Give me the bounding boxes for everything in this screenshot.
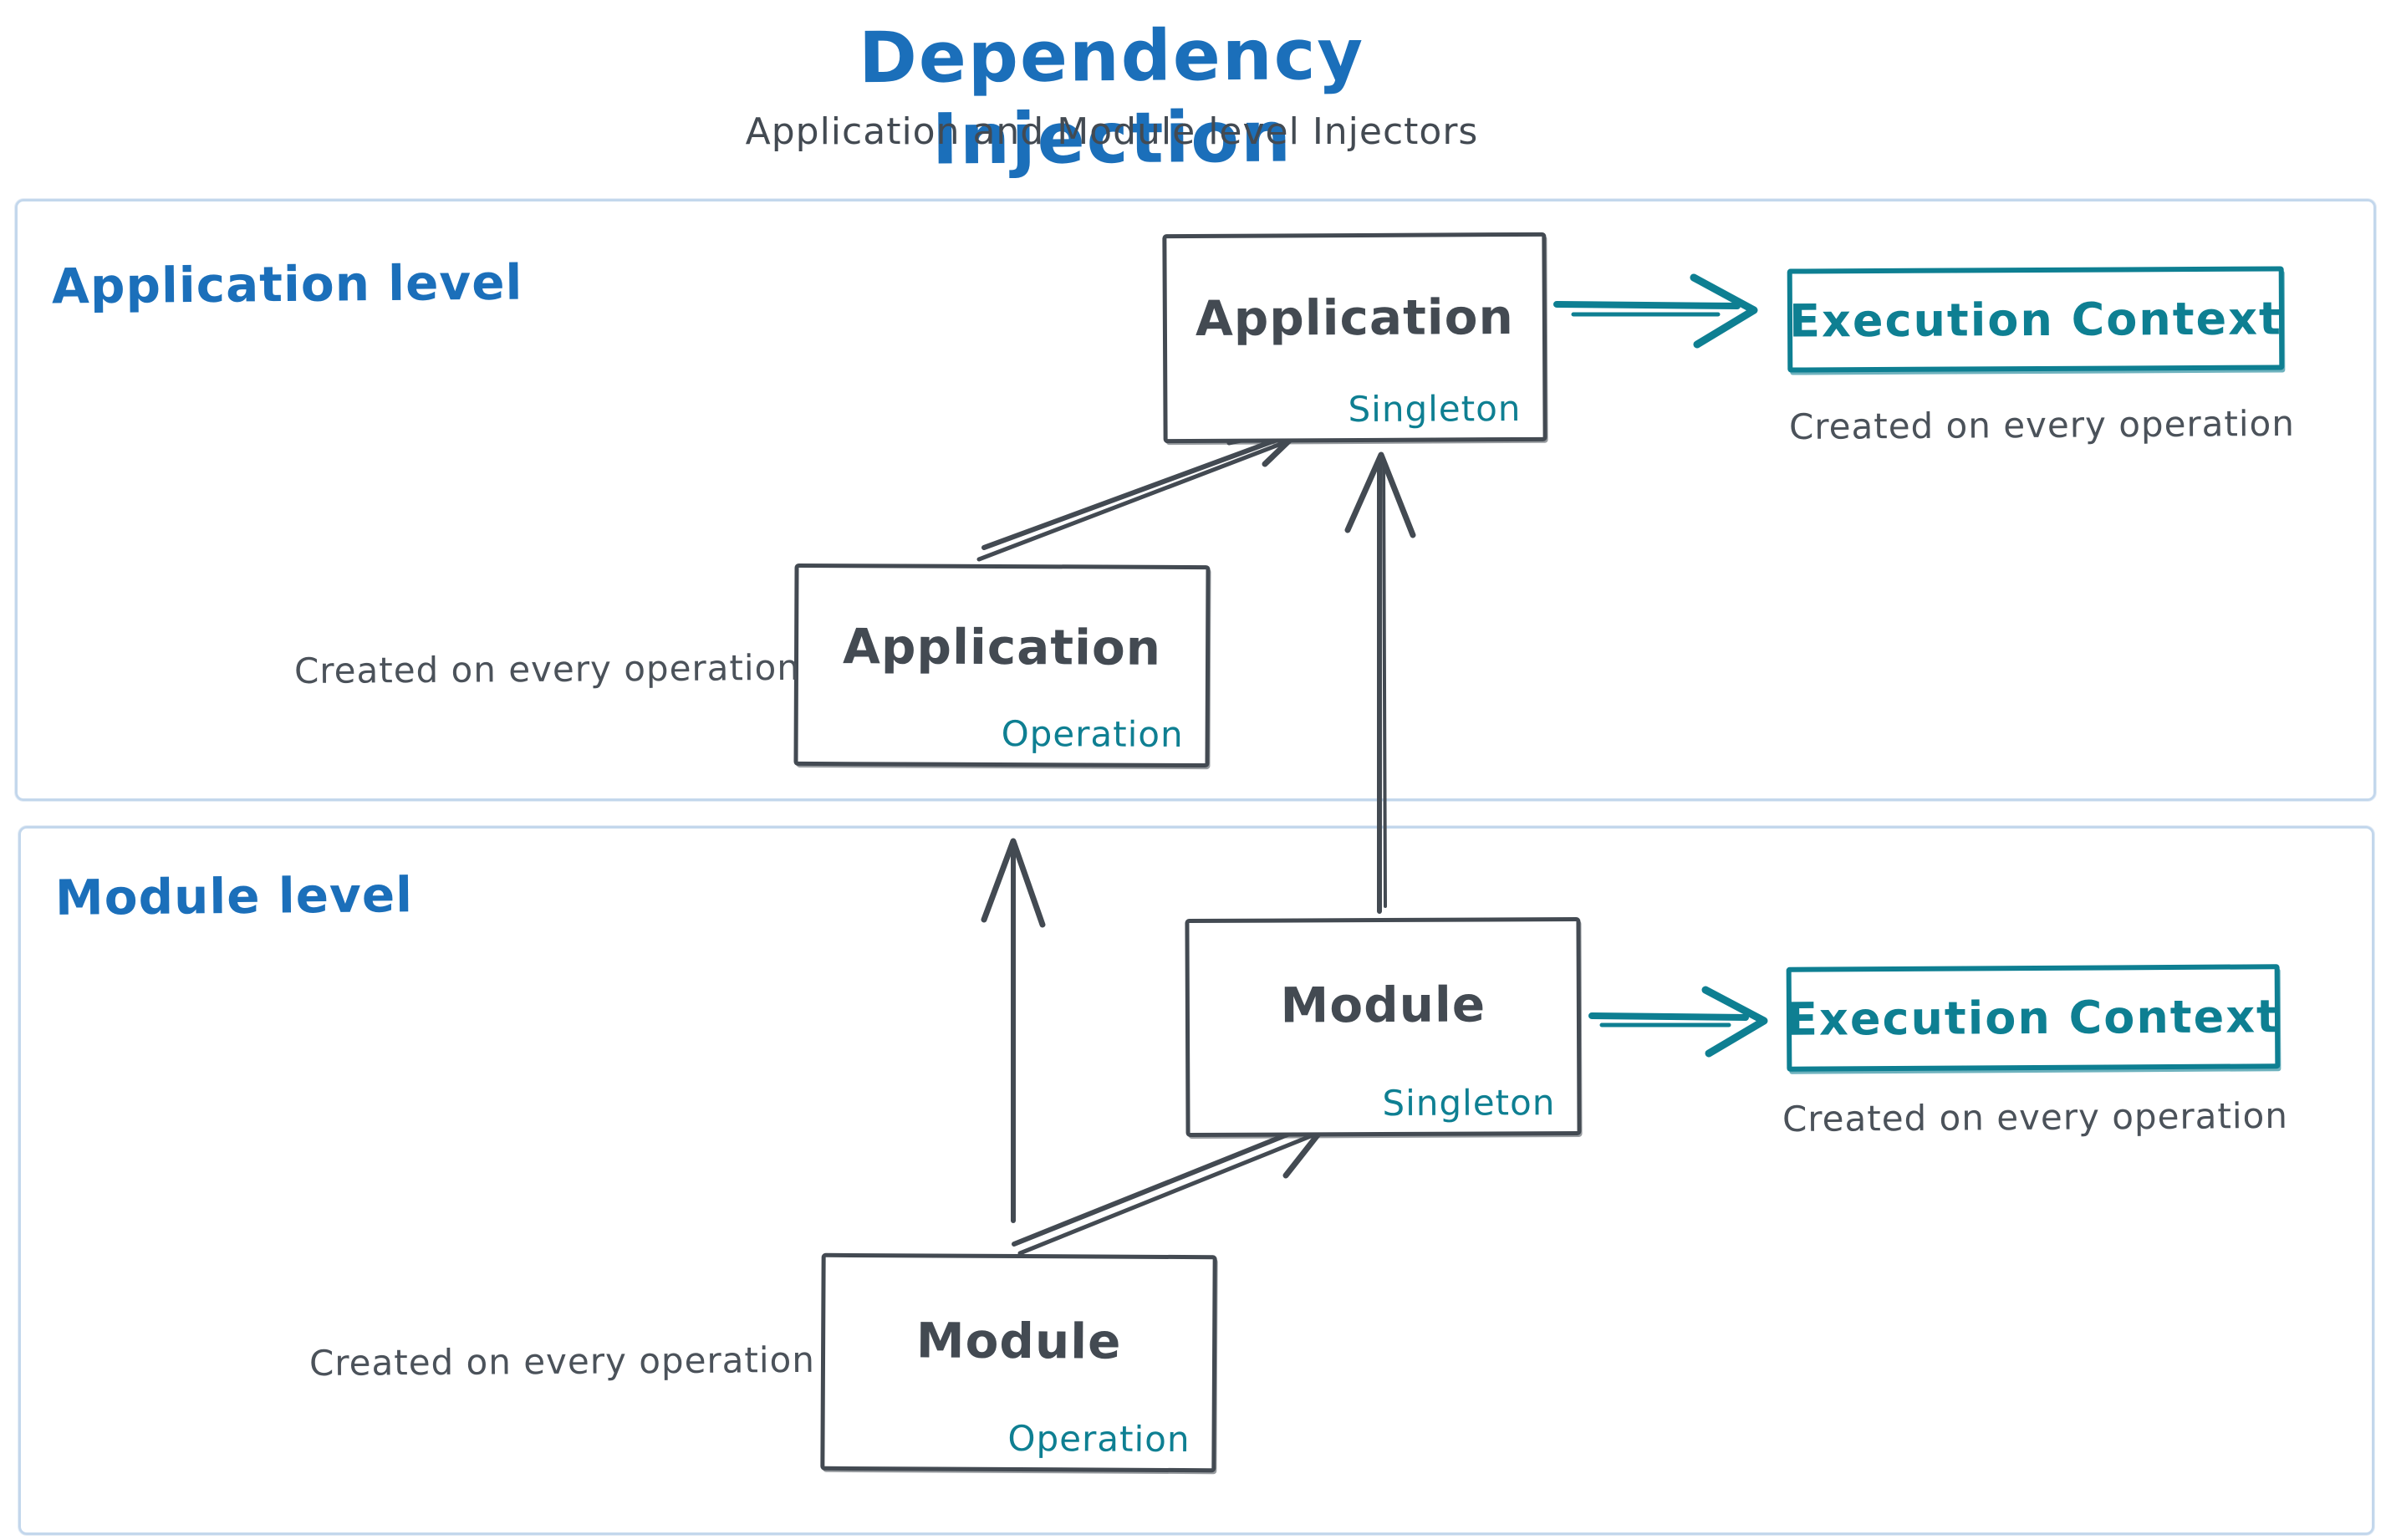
diagram-title: Dependency Injection bbox=[858, 13, 1365, 181]
module-operation-box: Module Operation bbox=[820, 1252, 1217, 1473]
module-operation-tag: Operation bbox=[1007, 1417, 1190, 1461]
execution-context-module-title: Execution Context bbox=[1786, 990, 2281, 1046]
app-operation-tag: Operation bbox=[1001, 712, 1184, 755]
app-singleton-box: Application Singleton bbox=[1162, 232, 1547, 444]
application-level-label: Application level bbox=[51, 253, 523, 315]
module-singleton-title: Module bbox=[1280, 976, 1486, 1034]
module-level-region bbox=[18, 826, 2374, 1535]
caption-module-operation: Created on every operation bbox=[308, 1339, 816, 1384]
application-level-region bbox=[15, 199, 2376, 801]
caption-app-operation: Created on every operation bbox=[293, 646, 801, 692]
app-operation-title: Application bbox=[842, 618, 1162, 677]
app-singleton-tag: Singleton bbox=[1348, 387, 1522, 431]
module-level-label: Module level bbox=[54, 866, 414, 926]
module-operation-title: Module bbox=[915, 1312, 1122, 1370]
execution-context-app-box: Execution Context bbox=[1787, 266, 2285, 373]
app-singleton-title: Application bbox=[1195, 288, 1515, 348]
module-singleton-box: Module Singleton bbox=[1185, 916, 1582, 1138]
caption-execution-context-module: Created on every operation bbox=[1782, 1094, 2289, 1140]
diagram-subtitle: Application and Module level Injectors bbox=[745, 110, 1479, 153]
app-operation-box: Application Operation bbox=[793, 563, 1211, 768]
module-singleton-tag: Singleton bbox=[1382, 1082, 1556, 1124]
execution-context-module-box: Execution Context bbox=[1786, 964, 2281, 1072]
execution-context-app-title: Execution Context bbox=[1788, 291, 2283, 348]
caption-execution-context-app: Created on every operation bbox=[1788, 402, 2296, 447]
